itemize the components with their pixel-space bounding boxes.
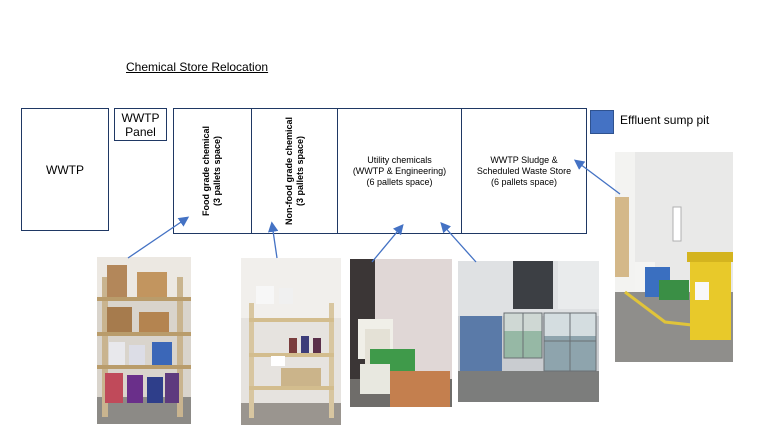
effluent-sump-swatch bbox=[590, 110, 614, 134]
segment-food-grade: Food grade chemical (3 pallets space) bbox=[174, 109, 252, 233]
panel-label-line1: WWTP bbox=[121, 110, 160, 125]
chemical-store: Food grade chemical (3 pallets space) No… bbox=[173, 108, 587, 234]
photo-non-food-grade-shelf bbox=[241, 258, 341, 425]
segment-sludge-line1: WWTP Sludge & bbox=[490, 154, 558, 165]
segment-utility: Utility chemicals (WWTP & Engineering) (… bbox=[338, 109, 462, 233]
segment-utility-line1: Utility chemicals bbox=[367, 154, 432, 165]
segment-sludge-line2: Scheduled Waste Store bbox=[476, 165, 572, 176]
wwtp-area: WWTP bbox=[21, 108, 109, 231]
photo-effluent-sump-pit bbox=[615, 152, 733, 362]
photo-utility-chemicals bbox=[350, 259, 452, 407]
segment-non-food-grade: Non-food grade chemical (3 pallets space… bbox=[252, 109, 338, 233]
segment-utility-line2: (WWTP & Engineering) bbox=[352, 165, 447, 176]
arrow-utility bbox=[371, 224, 404, 263]
arrow-effluent-sump bbox=[573, 159, 621, 195]
arrow-non-food-grade bbox=[267, 221, 279, 259]
legend-label: Effluent sump pit bbox=[620, 113, 710, 127]
arrow-sludge bbox=[440, 222, 477, 263]
page-title: Chemical Store Relocation bbox=[126, 60, 269, 74]
wwtp-panel: WWTP Panel bbox=[114, 108, 167, 141]
wwtp-label: WWTP bbox=[46, 162, 84, 177]
panel-label-line2: Panel bbox=[125, 124, 156, 139]
photo-sludge-ibc-tanks bbox=[458, 261, 599, 402]
segment-utility-line3: (6 pallets space) bbox=[366, 176, 433, 187]
arrow-food-grade bbox=[127, 216, 190, 259]
segment-sludge: WWTP Sludge & Scheduled Waste Store (6 p… bbox=[462, 109, 586, 233]
photo-food-grade-shelf bbox=[97, 257, 191, 424]
segment-sludge-line3: (6 pallets space) bbox=[490, 176, 558, 187]
